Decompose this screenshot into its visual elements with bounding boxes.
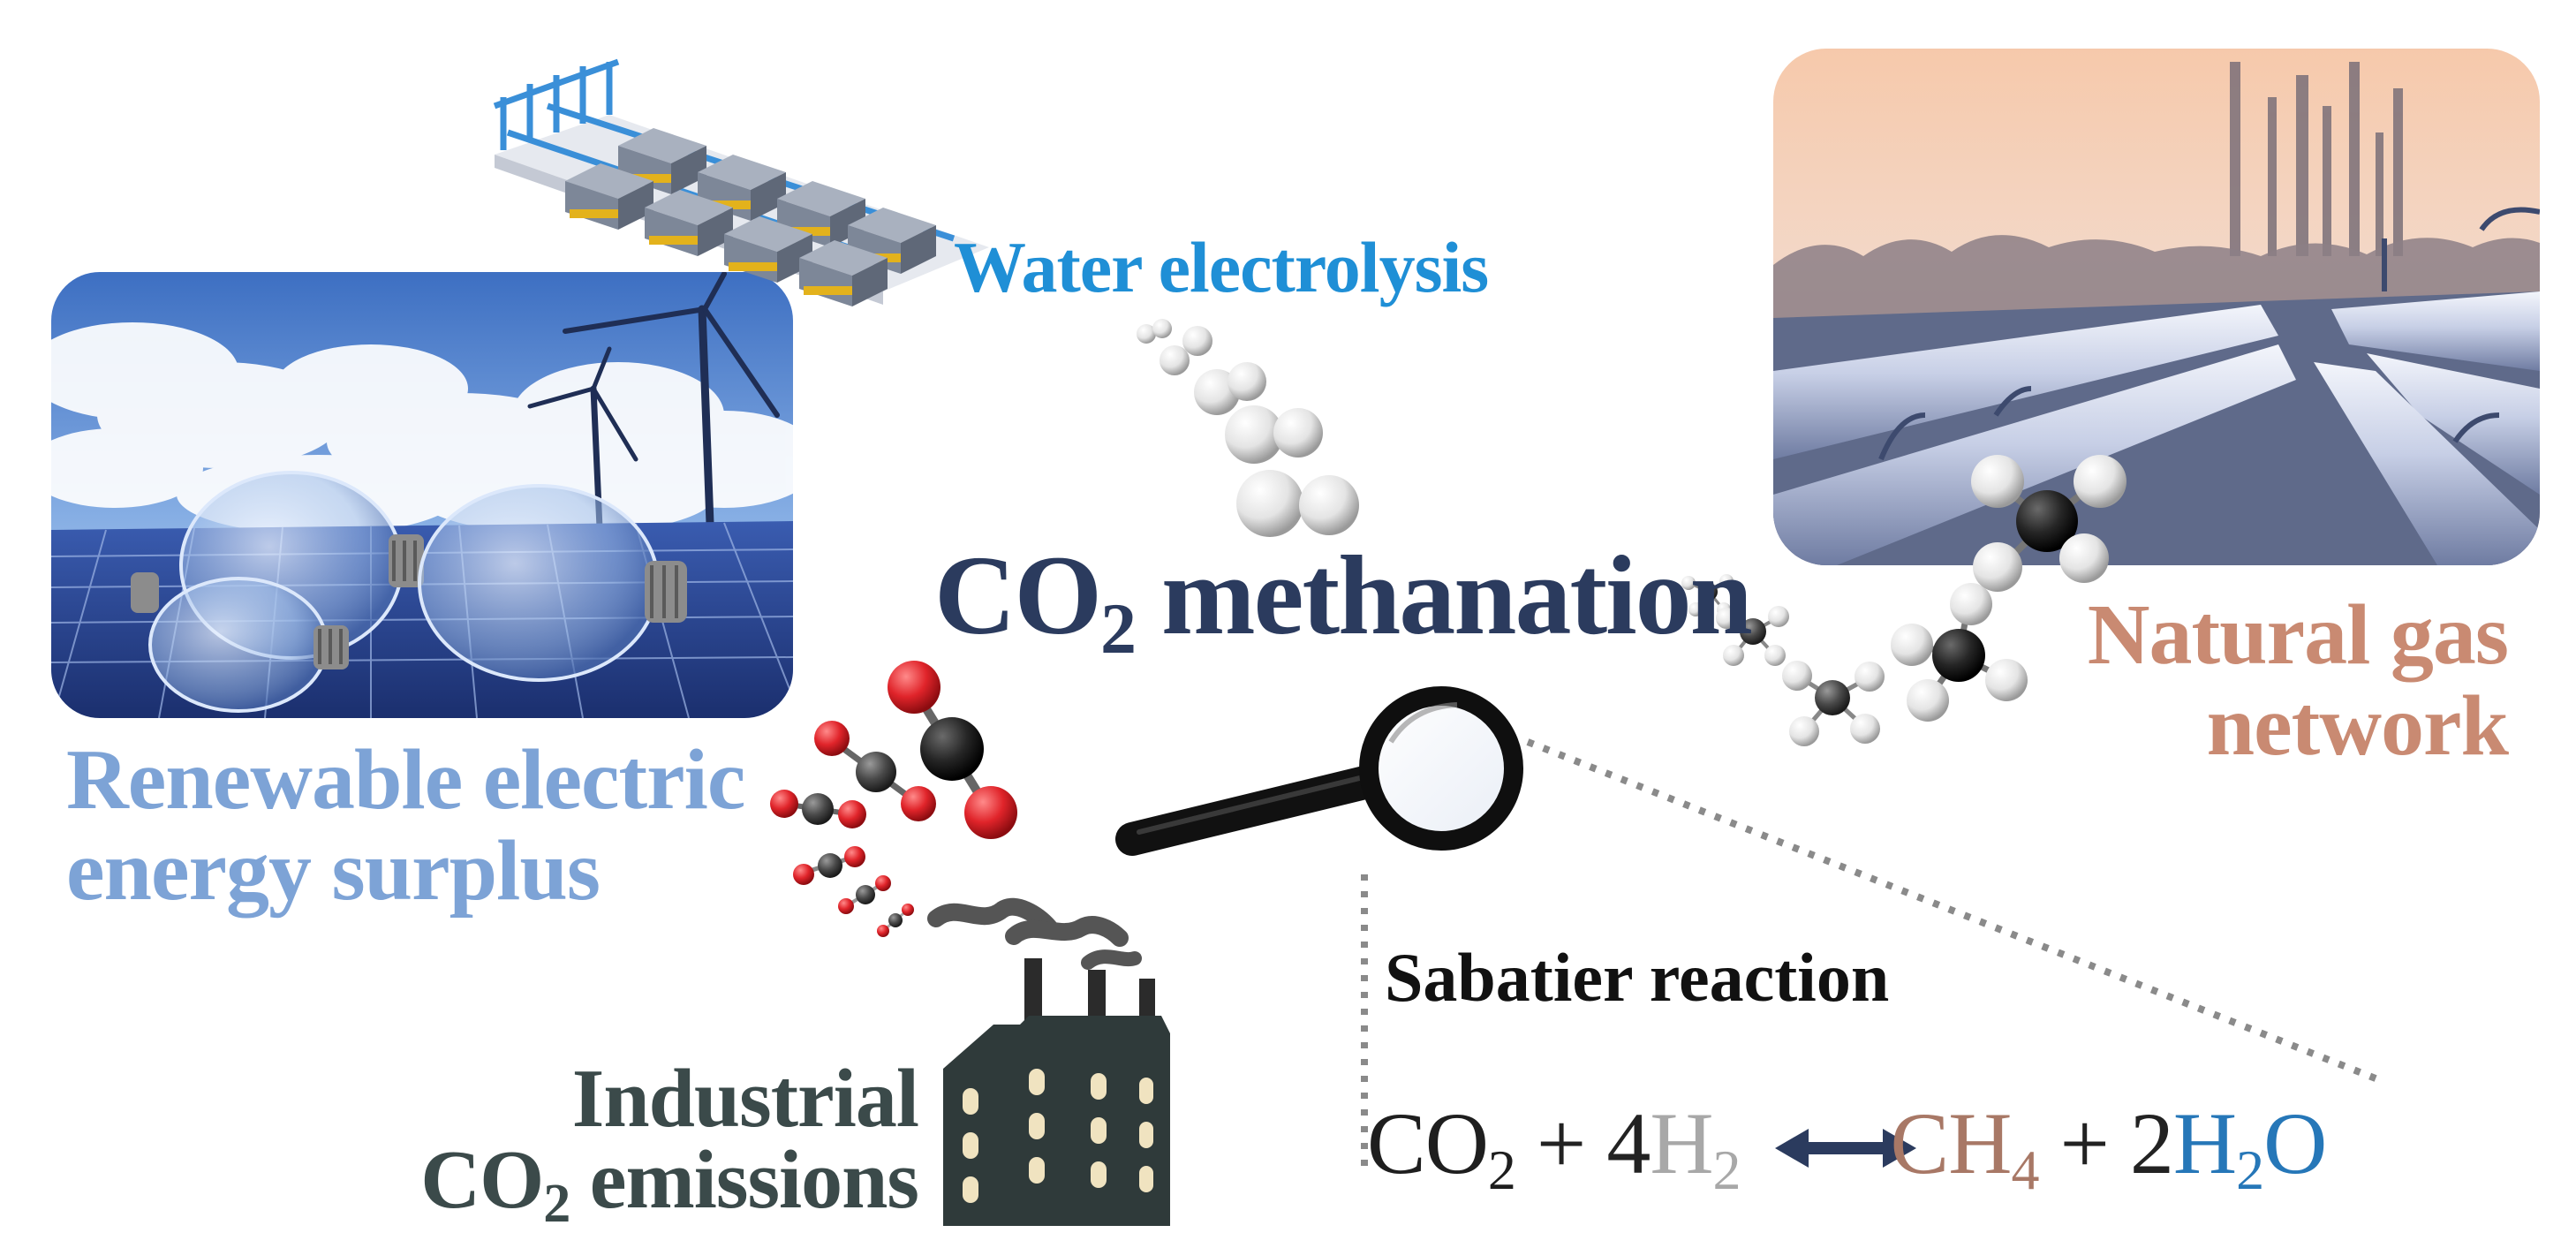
eq-plus-2: + bbox=[2038, 1094, 2130, 1192]
magnifying-glass-icon bbox=[1115, 686, 1523, 856]
eq-reactant-co2: CO bbox=[1367, 1094, 1489, 1192]
eq-reactant-h2: H bbox=[1650, 1094, 1713, 1192]
methane-molecule-icon bbox=[1891, 583, 2028, 722]
methane-molecule-icon bbox=[1782, 661, 1885, 746]
industrial-label-line1: Industrial bbox=[571, 1053, 919, 1145]
co2-molecule-icon bbox=[793, 846, 865, 885]
renewable-energy-photo bbox=[51, 272, 793, 718]
eq-plus-1: + bbox=[1515, 1094, 1607, 1192]
eq-product-ch4: CH bbox=[1890, 1094, 2013, 1192]
co2-molecules bbox=[770, 661, 1017, 937]
hydrogen-molecule-icon bbox=[1225, 405, 1323, 464]
methane-molecule-icon bbox=[1716, 606, 1789, 666]
co2-methanation-subscript: 2 bbox=[1100, 588, 1137, 669]
eq-product-ch4-sub: 4 bbox=[2011, 1138, 2039, 1201]
industrial-label-line2: CO2 emissions bbox=[389, 1138, 919, 1231]
natural-gas-label-line1: Natural gas bbox=[2087, 587, 2509, 683]
hydrogen-molecule-icon bbox=[1160, 326, 1212, 375]
eq-reactant-h2-sub: 2 bbox=[1712, 1138, 1741, 1201]
co2-methanation-prefix: CO bbox=[934, 533, 1102, 658]
renewable-label-line1: Renewable electric bbox=[66, 732, 745, 828]
co2-methanation-title: CO2 methanation bbox=[934, 539, 1753, 665]
eq-product-h2o-sub: 2 bbox=[2236, 1138, 2264, 1201]
industrial-co2-subscript: 2 bbox=[543, 1174, 570, 1235]
sabatier-reaction-label: Sabatier reaction bbox=[1385, 939, 1890, 1016]
hydrogen-molecules bbox=[1137, 319, 1359, 537]
co2-methanation-suffix: methanation bbox=[1135, 533, 1753, 658]
hydrogen-molecule-icon bbox=[1236, 470, 1359, 537]
co2-molecule-icon bbox=[814, 721, 936, 821]
gas-pipeline-photo bbox=[1773, 49, 2540, 565]
methane-molecule-icon bbox=[1971, 455, 2127, 592]
eq-product-h2o-h: H bbox=[2172, 1094, 2237, 1192]
co2-molecule-icon bbox=[770, 790, 866, 828]
co2-molecule-icon bbox=[838, 875, 891, 914]
zoom-guide-lines bbox=[1361, 738, 2386, 1166]
eq-h2-coefficient: 4 bbox=[1606, 1094, 1651, 1192]
co2-molecule-icon bbox=[888, 661, 1017, 839]
hydrogen-molecule-icon bbox=[1194, 362, 1266, 415]
eq-h2o-coefficient: 2 bbox=[2129, 1094, 2174, 1192]
eq-product-h2o-o: O bbox=[2263, 1094, 2327, 1192]
hydrogen-molecule-icon bbox=[1137, 319, 1172, 344]
industrial-co2-prefix: CO bbox=[420, 1134, 544, 1227]
renewable-label-line2: energy surplus bbox=[66, 822, 601, 919]
co2-molecule-icon bbox=[877, 904, 914, 937]
natural-gas-label-line2: network bbox=[2206, 677, 2509, 774]
eq-reactant-co2-sub: 2 bbox=[1487, 1138, 1516, 1201]
electrolyzer-plant-icon bbox=[493, 58, 989, 306]
water-electrolysis-label: Water electrolysis bbox=[954, 227, 1489, 307]
factory-icon bbox=[927, 897, 1170, 1226]
double-arrow-icon bbox=[1775, 1129, 1916, 1168]
industrial-co2-suffix: emissions bbox=[570, 1134, 919, 1227]
methane-molecules bbox=[1681, 455, 2127, 746]
